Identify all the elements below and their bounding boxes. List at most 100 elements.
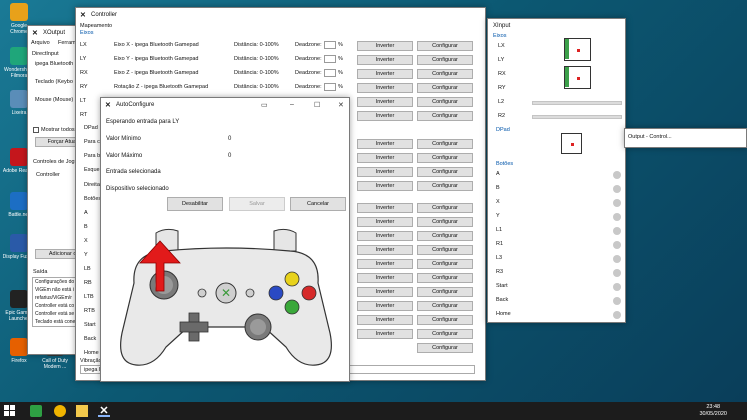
configure-button[interactable]: Configurar [417, 301, 473, 311]
log-line: ViGEm não está i [35, 287, 74, 293]
configure-button[interactable]: Configurar [417, 139, 473, 149]
desktop-icon[interactable]: Wondershare Filmora [2, 47, 36, 79]
invert-button[interactable]: Inverter [357, 139, 413, 149]
menu-tools[interactable]: Ferram [58, 40, 76, 46]
desktop-icon[interactable]: Epic Games Launcher [2, 290, 36, 322]
desktop-icon[interactable]: Firefox [2, 338, 36, 364]
chrome-icon[interactable] [54, 405, 66, 417]
app-icon [10, 148, 28, 166]
percent-label: % [338, 42, 343, 48]
right-trigger [273, 228, 297, 252]
desktop-icon[interactable]: Display Fusion [2, 234, 36, 260]
dpad-dot [571, 143, 574, 146]
configure-button[interactable]: Configurar [417, 217, 473, 227]
buttons-label: Botões [496, 161, 514, 167]
invert-button[interactable]: Inverter [357, 55, 413, 65]
device-item[interactable]: Teclado (Keybo [35, 79, 73, 85]
mapping-row-label: Para c [84, 139, 100, 145]
button-indicator [613, 213, 621, 221]
right-stick-box [564, 66, 591, 89]
show-all-checkbox[interactable] [33, 127, 39, 133]
invert-button[interactable]: Inverter [357, 83, 413, 93]
desktop-icon[interactable]: Lixeira [2, 90, 36, 116]
app-icon [10, 47, 28, 65]
configure-button[interactable]: Configurar [417, 181, 473, 191]
configure-button[interactable]: Configurar [417, 153, 473, 163]
configure-button[interactable]: Configurar [417, 315, 473, 325]
deadzone-input[interactable] [324, 69, 336, 77]
desktop-icon[interactable]: Google Chrome [2, 3, 36, 35]
menu-file[interactable]: Arquivo [31, 40, 50, 46]
configure-button[interactable]: Configurar [417, 167, 473, 177]
save-button[interactable]: Salvar [229, 197, 285, 211]
selected-device-label: Dispositivo selecionado [106, 186, 169, 192]
selected-input-label: Entrada selecionada [106, 169, 161, 175]
invert-button[interactable]: Inverter [357, 231, 413, 241]
invert-button[interactable]: Inverter [357, 153, 413, 163]
device-item[interactable]: Mouse (Mouse) [35, 97, 74, 103]
mapping-row-label: Back [84, 336, 97, 342]
configure-button[interactable]: Configurar [417, 69, 473, 79]
configure-button[interactable]: Configurar [417, 287, 473, 297]
mapping-row-label: B [84, 224, 88, 230]
configure-button[interactable]: Configurar [417, 259, 473, 269]
configure-button[interactable]: Configurar [417, 245, 473, 255]
start-menu-icon[interactable] [4, 405, 16, 417]
cancel-button[interactable]: Cancelar [290, 197, 346, 211]
clock-date: 30/05/2020 [699, 410, 727, 417]
dpad-label: DPad [496, 127, 510, 133]
invert-button[interactable]: Inverter [357, 245, 413, 255]
deadzone-input[interactable] [324, 83, 336, 91]
configure-button[interactable]: Configurar [417, 97, 473, 107]
invert-button[interactable]: Inverter [357, 217, 413, 227]
configure-button[interactable]: Configurar [417, 41, 473, 51]
axis-label: LY [498, 57, 505, 63]
configure-button[interactable]: Configurar [417, 55, 473, 65]
invert-button[interactable]: Inverter [357, 41, 413, 51]
app-icon [10, 338, 28, 356]
configure-button[interactable]: Configurar [417, 203, 473, 213]
desktop-icon[interactable]: Battle.net [2, 192, 36, 218]
configure-button[interactable]: Configurar [417, 329, 473, 339]
xoutput-taskbar-icon[interactable]: ✕ [98, 405, 110, 417]
configure-button[interactable]: Configurar [417, 231, 473, 241]
autoconfigure-dialog[interactable]: ✕AutoConfigure ▭ – ☐ ✕ Esperando entrada… [100, 97, 350, 382]
disable-button[interactable]: Desabilitar [167, 197, 223, 211]
deadzone-input[interactable] [324, 41, 336, 49]
xinput-button-label: A [496, 171, 500, 177]
controller-item[interactable]: Controller [36, 172, 60, 178]
configure-button[interactable]: Configurar [417, 111, 473, 121]
invert-button[interactable]: Inverter [357, 315, 413, 325]
invert-button[interactable]: Inverter [357, 111, 413, 121]
invert-button[interactable]: Inverter [357, 259, 413, 269]
dialog-maximize-icon[interactable]: ☐ [314, 102, 321, 109]
xoutput-logo-icon: ✕ [32, 29, 38, 37]
dialog-minimize-icon[interactable]: – [290, 101, 294, 108]
invert-button[interactable]: Inverter [357, 181, 413, 191]
device-item[interactable]: ipega Bluetooth [35, 61, 74, 67]
dpad-horizontal [179, 321, 209, 333]
dialog-restore-icon[interactable]: ▭ [261, 102, 268, 109]
folder-icon[interactable] [76, 405, 88, 417]
deadzone-input[interactable] [324, 55, 336, 63]
xinput-button-label: R3 [496, 269, 504, 275]
configure-button[interactable]: Configurar [417, 343, 473, 353]
invert-button[interactable]: Inverter [357, 329, 413, 339]
invert-button[interactable]: Inverter [357, 203, 413, 213]
invert-button[interactable]: Inverter [357, 97, 413, 107]
desktop-icon[interactable]: Adobe Reader [2, 148, 36, 174]
invert-button[interactable]: Inverter [357, 273, 413, 283]
stick-dot [577, 77, 580, 80]
invert-button[interactable]: Inverter [357, 301, 413, 311]
configure-button[interactable]: Configurar [417, 273, 473, 283]
invert-button[interactable]: Inverter [357, 69, 413, 79]
xinput-button-label: X [496, 199, 500, 205]
invert-button[interactable]: Inverter [357, 287, 413, 297]
app-icon[interactable] [30, 405, 42, 417]
invert-button[interactable]: Inverter [357, 167, 413, 177]
output-peek-window[interactable]: Output - Control... [624, 128, 747, 148]
dialog-close-icon[interactable]: ✕ [338, 102, 344, 109]
configure-button[interactable]: Configurar [417, 83, 473, 93]
